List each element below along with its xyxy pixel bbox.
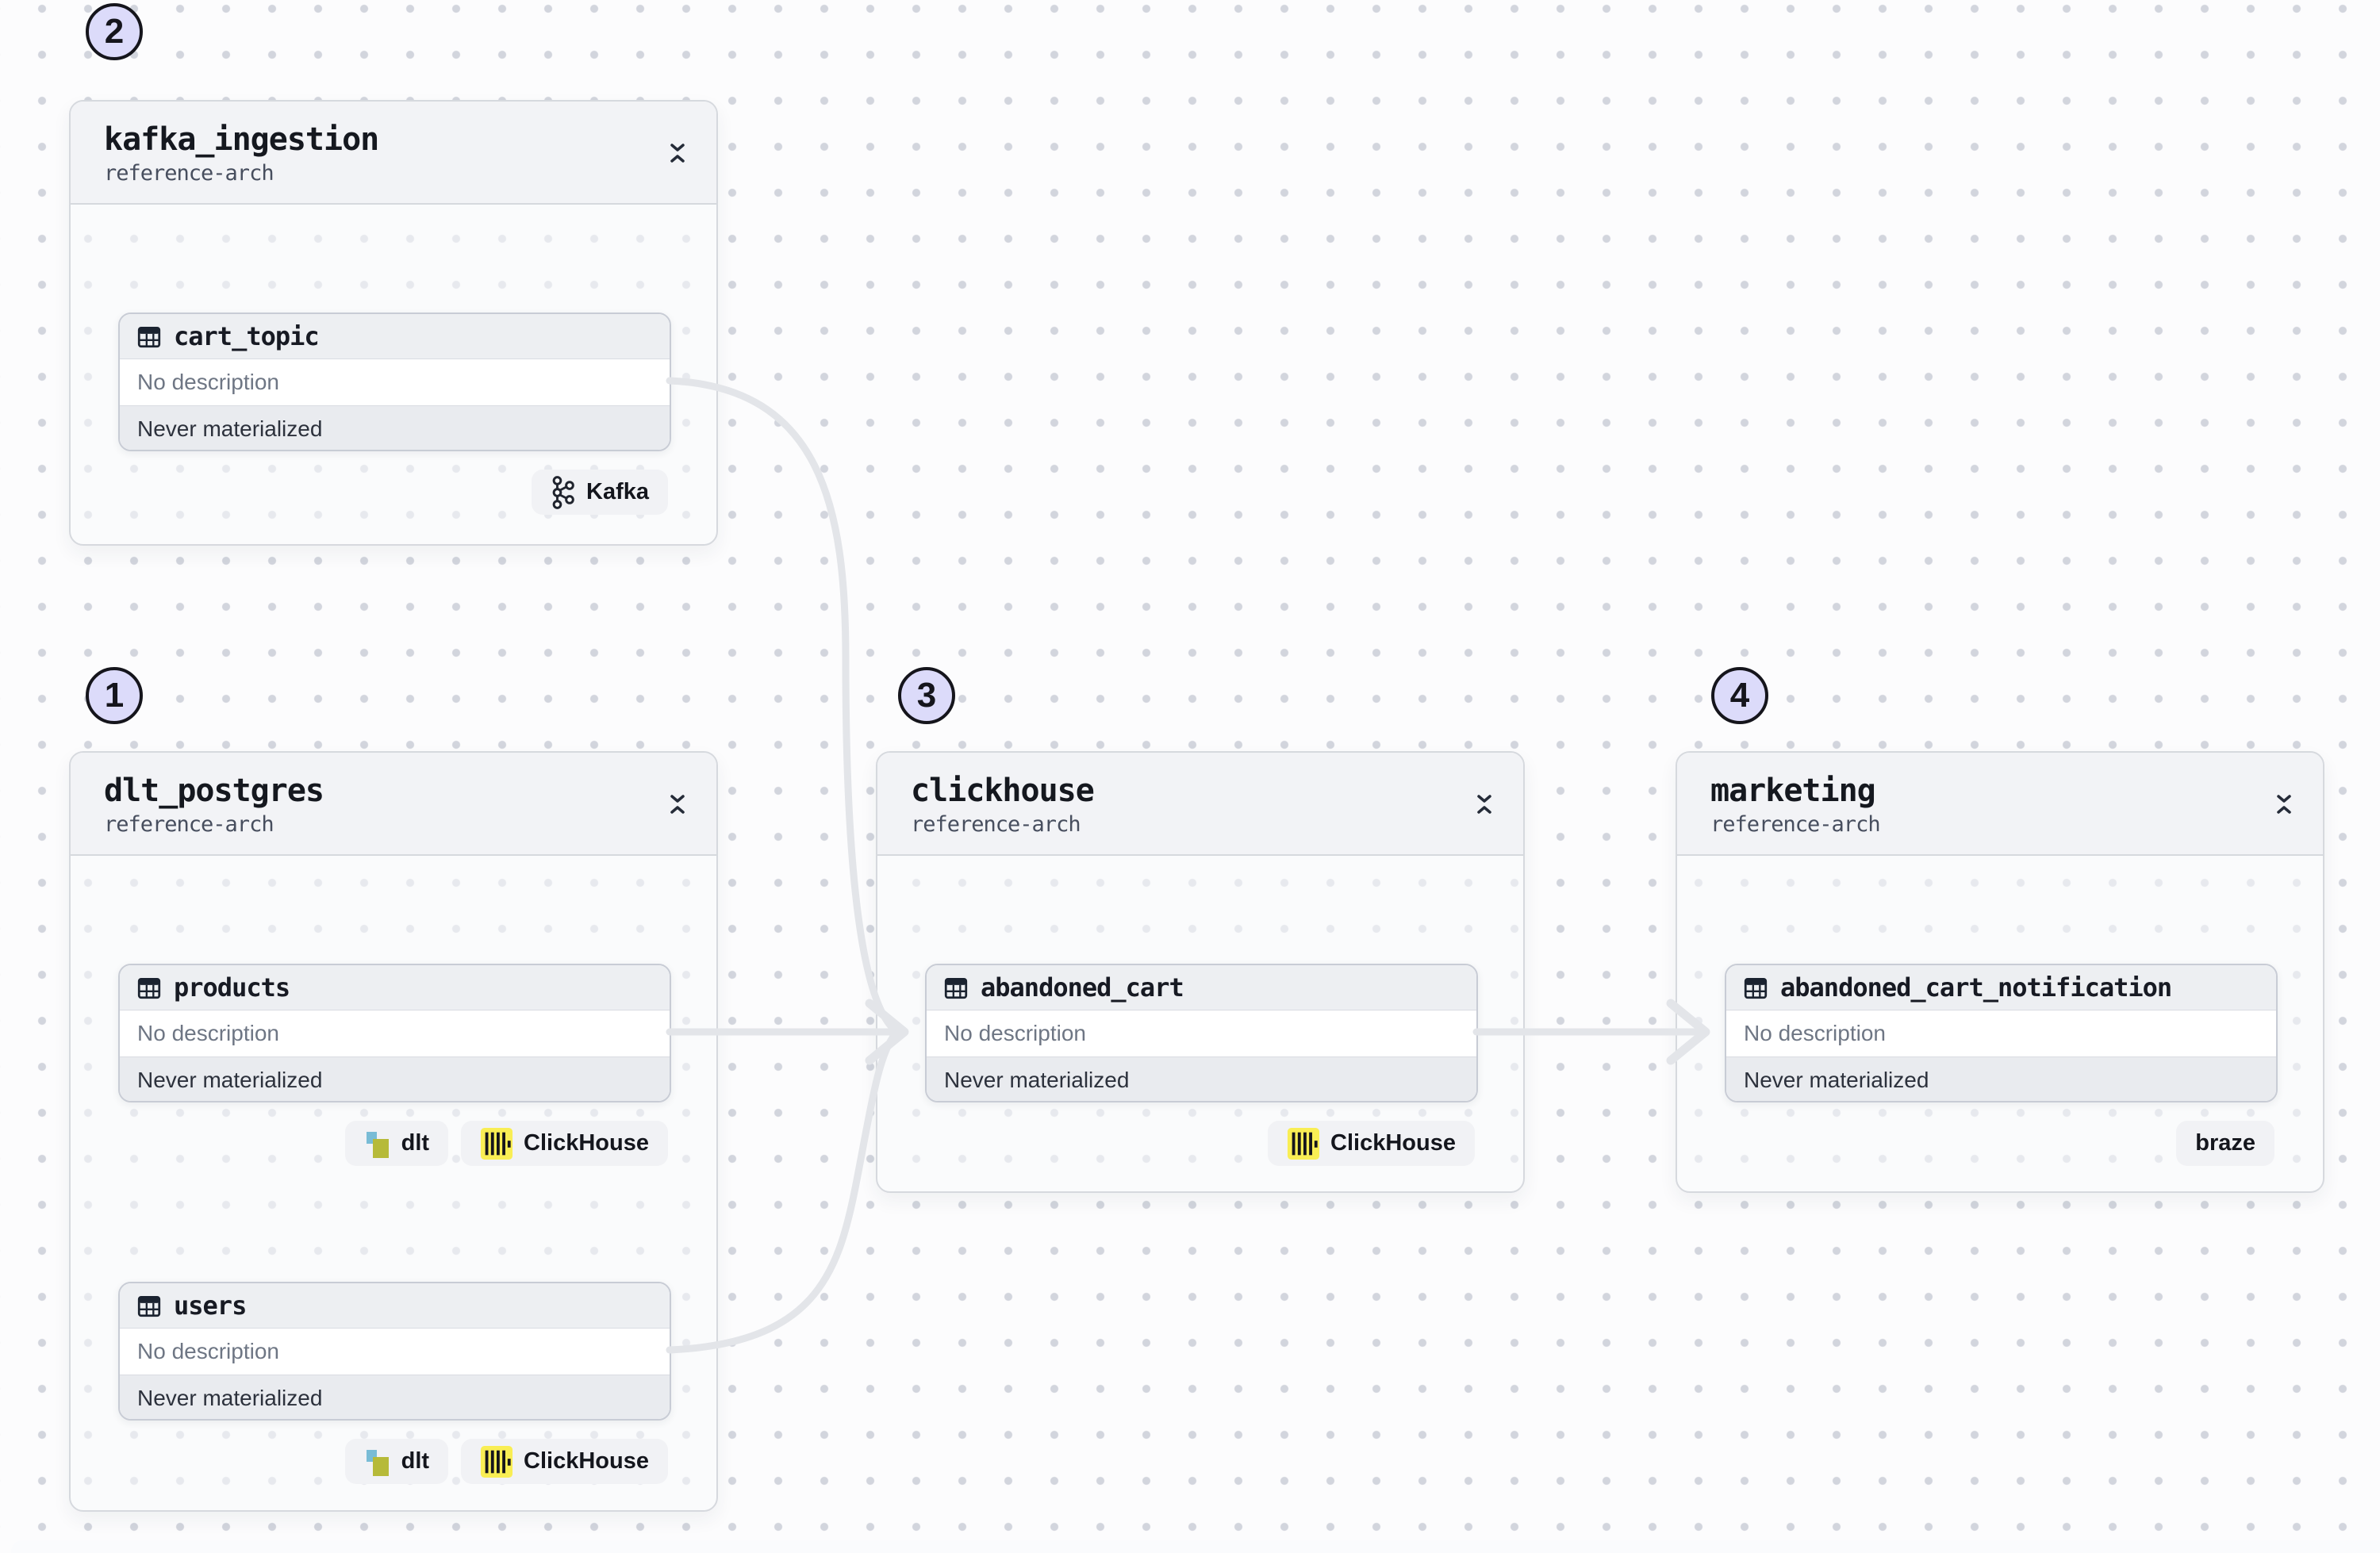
asset-description: No description — [120, 1010, 670, 1056]
asset-status: Never materialized — [120, 1375, 670, 1419]
kind-tag-dlt[interactable]: dlt — [344, 1439, 449, 1484]
kind-tag-label: dlt — [401, 1130, 430, 1156]
group-marketing: marketing reference-arch abandoned_cart_… — [1676, 751, 2324, 1193]
kafka-icon — [552, 475, 574, 509]
asset-name: cart_topic — [174, 321, 320, 351]
collapse-icon — [2277, 795, 2291, 814]
kind-tag-braze[interactable]: braze — [2176, 1121, 2274, 1166]
group-clickhouse: clickhouse reference-arch abandoned_cart… — [876, 751, 1525, 1193]
kind-tag-kafka[interactable]: Kafka — [532, 470, 668, 515]
asset-name: abandoned_cart — [981, 972, 1184, 1003]
group-subtitle: reference-arch — [911, 812, 1081, 837]
kind-tag-dlt[interactable]: dlt — [344, 1121, 449, 1166]
group-title: clickhouse — [911, 773, 1095, 809]
step-badge-3: 3 — [898, 667, 955, 724]
asset-description: No description — [927, 1010, 1476, 1056]
asset-node-products[interactable]: products No description Never materializ… — [118, 964, 671, 1102]
asset-node-abandoned-cart[interactable]: abandoned_cart No description Never mate… — [925, 964, 1478, 1102]
asset-name: users — [174, 1290, 247, 1321]
kind-tag-label: braze — [2195, 1130, 2255, 1156]
clickhouse-icon — [481, 1127, 513, 1160]
clickhouse-icon — [1288, 1127, 1320, 1160]
collapse-icon — [670, 795, 685, 814]
asset-status: Never materialized — [120, 405, 670, 450]
kind-tag-label: ClickHouse — [524, 1130, 649, 1156]
dlt-icon — [366, 1449, 389, 1476]
collapse-group-button[interactable] — [2271, 784, 2297, 824]
group-subtitle: reference-arch — [104, 812, 274, 837]
collapse-icon — [670, 144, 685, 163]
group-header[interactable]: clickhouse reference-arch — [877, 753, 1523, 856]
table-icon — [944, 977, 968, 999]
group-title: dlt_postgres — [104, 773, 324, 809]
group-title: marketing — [1710, 773, 1876, 809]
asset-name: products — [174, 972, 290, 1003]
kind-tag-clickhouse[interactable]: ClickHouse — [461, 1121, 668, 1166]
group-kafka-ingestion: kafka_ingestion reference-arch cart_topi… — [69, 100, 718, 546]
group-subtitle: reference-arch — [1710, 812, 1881, 837]
group-header[interactable]: marketing reference-arch — [1677, 753, 2323, 856]
kind-tag-label: dlt — [401, 1448, 430, 1474]
table-icon — [1744, 977, 1768, 999]
asset-description: No description — [1726, 1010, 2276, 1056]
table-icon — [137, 1295, 161, 1317]
collapse-icon — [1477, 795, 1491, 814]
asset-node-cart-topic[interactable]: cart_topic No description Never material… — [118, 313, 671, 451]
group-title: kafka_ingestion — [104, 121, 379, 158]
step-badge-1: 1 — [86, 667, 143, 724]
group-header[interactable]: dlt_postgres reference-arch — [71, 753, 716, 856]
asset-status: Never materialized — [120, 1056, 670, 1101]
kind-tag-clickhouse[interactable]: ClickHouse — [461, 1439, 668, 1484]
dlt-icon — [366, 1131, 389, 1158]
asset-node-abandoned-cart-notification[interactable]: abandoned_cart_notification No descripti… — [1725, 964, 2278, 1102]
clickhouse-icon — [481, 1445, 513, 1478]
asset-node-users[interactable]: users No description Never materialized — [118, 1282, 671, 1421]
group-dlt-postgres: dlt_postgres reference-arch products No … — [69, 751, 718, 1512]
table-icon — [137, 977, 161, 999]
asset-status: Never materialized — [927, 1056, 1476, 1101]
collapse-group-button[interactable] — [664, 133, 691, 173]
step-badge-4: 4 — [1711, 667, 1768, 724]
collapse-group-button[interactable] — [664, 784, 691, 824]
kind-tag-label: Kafka — [586, 479, 649, 504]
canvas-bottom-strip — [11, 1540, 2380, 1553]
asset-name: abandoned_cart_notification — [1780, 972, 2172, 1003]
asset-status: Never materialized — [1726, 1056, 2276, 1101]
group-header[interactable]: kafka_ingestion reference-arch — [71, 102, 716, 205]
kind-tag-clickhouse[interactable]: ClickHouse — [1268, 1121, 1475, 1166]
asset-description: No description — [120, 359, 670, 405]
collapse-group-button[interactable] — [1471, 784, 1498, 824]
kind-tag-label: ClickHouse — [524, 1448, 649, 1474]
kind-tag-label: ClickHouse — [1330, 1130, 1456, 1156]
asset-description: No description — [120, 1329, 670, 1375]
group-subtitle: reference-arch — [104, 161, 274, 186]
step-badge-2: 2 — [86, 3, 143, 60]
table-icon — [137, 326, 161, 348]
